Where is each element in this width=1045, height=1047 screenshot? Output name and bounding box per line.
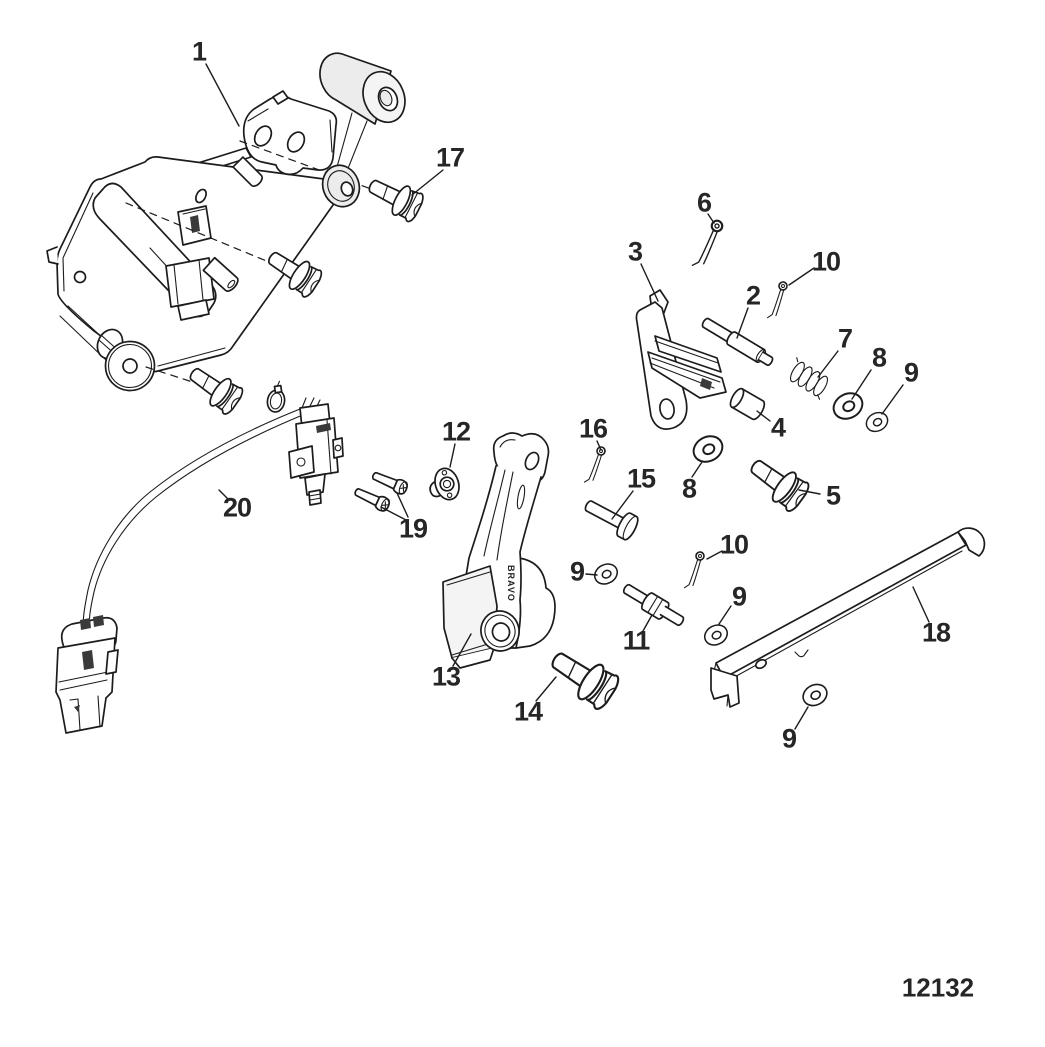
leader-line-part-9a [881,384,904,415]
part-8-washer [828,387,868,425]
leader-line-part-2 [736,307,749,339]
part-2-pin [701,317,774,366]
leader-line-part-6 [707,213,715,224]
leader-line-part-9c [718,605,732,625]
leader-line-part-11 [642,614,653,632]
part-label-8b-washer: 8 [681,473,697,504]
part-label-10b-cotter-pin: 10 [719,529,749,560]
part-label-14-hex-flange-bolt: 14 [513,696,543,727]
leader-line-part-8b [691,461,703,478]
part-7-spring [789,357,829,400]
part-label-9d-washer: 9 [781,723,797,754]
leader-line-part-16 [596,440,602,451]
part-9-washer [798,679,832,711]
part-label-4-plunger-slug: 4 [770,412,786,443]
part-label-2-shift-pin: 2 [745,280,761,311]
part-1-mount-bracket [46,52,406,392]
part-9-washer [862,408,892,436]
part-17-bolt [362,169,427,225]
leader-line-part-9b [585,573,598,576]
part-label-5-hex-flange-bolt: 5 [825,480,841,511]
leader-line-part-4 [756,410,771,422]
part-label-18-shift-plate-link: 18 [921,617,951,648]
part-9-washer [700,620,732,650]
part-11-stud [622,583,685,627]
part-6-cotter-pin [691,216,725,272]
part-label-16-cotter-pin: 16 [578,413,608,444]
part-label-3-guide-bracket: 3 [627,236,643,267]
part-label-13-shift-lever: 13 [431,661,461,692]
part-5-bolt [742,449,813,515]
part-9-washer [590,559,622,589]
part-label-9b-washer: 9 [569,556,585,587]
leader-line-part-9d [794,706,809,730]
part-18-link [710,527,986,708]
part-label-17-hex-flange-bolt: 17 [435,142,465,173]
part-16-cotter-pin [583,444,607,486]
wire-clamp [266,380,286,413]
lower-flange-bolt [182,358,247,418]
leader-line-part-18 [912,586,930,623]
part-4-slug [729,387,766,421]
leader-line-part-13 [452,633,472,667]
part-19-screws [351,468,410,514]
part-label-1-mount-bracket-assembly: 1 [191,36,207,67]
leader-line-part-5 [798,489,821,495]
part-label-9a-washer: 9 [903,357,919,388]
part-label-15-clevis-pin: 15 [626,463,656,494]
part-label-8a-washer: 8 [871,342,887,373]
leader-line-part-10b [706,550,723,560]
part-12-retainer [429,467,460,501]
leader-line-part-1 [205,63,240,127]
part-label-19-screws: 19 [398,513,428,544]
part-1-fittings [202,156,361,292]
leader-line-part-7 [817,350,839,378]
part-20-harness [55,397,344,734]
leader-line-part-12 [449,443,456,468]
part-label-7-spring: 7 [837,323,853,354]
part-10-cotter-pin [683,549,706,592]
part-label-11-stud: 11 [622,625,651,656]
leader-lines [205,63,930,730]
leader-line-part-19 [396,492,409,518]
part-label-6-cotter-pin: 6 [696,187,712,218]
leader-line-part-20 [218,489,230,501]
leader-line-part-10a [788,267,815,286]
part-3-guide-bracket [635,289,727,430]
leader-line-part-19 [380,506,407,521]
leader-line-part-17 [411,169,444,196]
part-label-10a-cotter-pin: 10 [811,246,841,277]
part-15-clevis-pin [584,500,639,541]
leader-line-part-3 [640,263,659,302]
part-10-cotter-pin [766,279,789,322]
leader-line-part-8a [851,369,872,400]
leader-line-part-14 [535,676,557,702]
part-label-20-switch-wiring-harness: 20 [222,492,252,523]
part-8-washer [688,430,728,468]
diagram-number: 12132 [901,972,975,1003]
part-label-9c-washer: 9 [731,581,747,612]
part-label-12-retainer-bushing: 12 [441,416,471,447]
leader-line-part-15 [611,490,634,520]
lever-stamp: BRAVO [506,565,516,602]
part-13-shift-lever: BRAVO [442,432,556,669]
